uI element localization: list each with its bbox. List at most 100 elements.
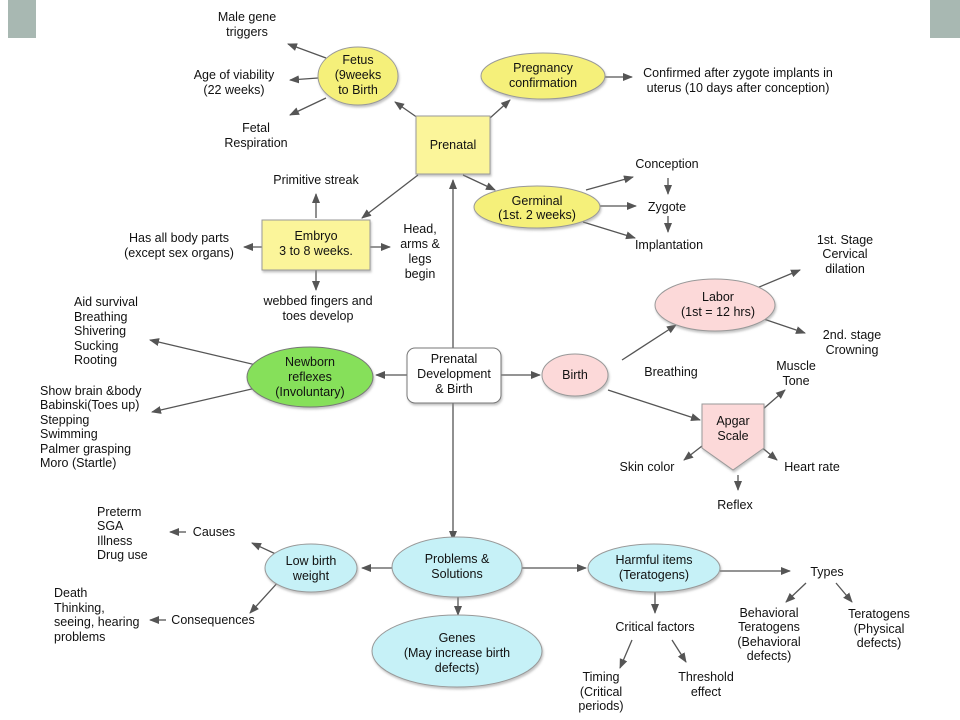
label-confirmed-after-implant: Confirmed after zygote implants in uteru…	[643, 66, 833, 95]
svg-text:(22 weeks): (22 weeks)	[203, 83, 264, 97]
svg-text:Labor: Labor	[702, 290, 734, 304]
pregnancy-confirmation-node[interactable]: Pregnancy confirmation	[480, 52, 606, 100]
svg-text:(9weeks: (9weeks	[335, 68, 382, 82]
svg-text:Development: Development	[417, 367, 491, 381]
svg-text:Death: Death	[54, 586, 87, 600]
label-male-gene-triggers: Male gene triggers	[218, 10, 276, 39]
svg-text:Harmful items: Harmful items	[615, 553, 692, 567]
label-age-of-viability: Age of viability (22 weeks)	[194, 68, 275, 97]
svg-text:Birth: Birth	[562, 368, 588, 382]
svg-text:Pregnancy: Pregnancy	[513, 61, 574, 75]
labor-node[interactable]: Labor (1st = 12 hrs)	[654, 278, 776, 332]
newborn-reflexes-node[interactable]: Newborn reflexes (Involuntary)	[246, 346, 374, 408]
harmful-items-node[interactable]: Harmful items (Teratogens)	[587, 543, 721, 593]
svg-text:seeing, hearing: seeing, hearing	[54, 615, 140, 629]
svg-text:(Teratogens): (Teratogens)	[619, 568, 689, 582]
birth-node[interactable]: Birth	[541, 353, 609, 397]
genes-node[interactable]: Genes (May increase birth defects)	[371, 614, 543, 688]
svg-text:Prenatal: Prenatal	[430, 138, 477, 152]
label-types: Types	[810, 565, 843, 579]
label-implantation: Implantation	[635, 238, 703, 252]
prenatal-node[interactable]: Prenatal	[415, 115, 491, 175]
svg-text:to Birth: to Birth	[338, 83, 378, 97]
svg-text:weight: weight	[292, 569, 330, 583]
svg-text:Cervical: Cervical	[822, 247, 867, 261]
svg-text:(Behavioral: (Behavioral	[737, 635, 800, 649]
svg-text:SGA: SGA	[97, 519, 124, 533]
svg-text:Prenatal: Prenatal	[431, 352, 478, 366]
svg-text:toes develop: toes develop	[283, 309, 354, 323]
svg-text:Swimming: Swimming	[40, 427, 98, 441]
connectors	[149, 43, 853, 669]
svg-text:Respiration: Respiration	[224, 136, 287, 150]
svg-text:Teratogens: Teratogens	[738, 620, 800, 634]
svg-text:Genes: Genes	[439, 631, 476, 645]
svg-text:confirmation: confirmation	[509, 76, 577, 90]
label-fetal-respiration: Fetal Respiration	[224, 121, 287, 150]
svg-text:effect: effect	[691, 685, 722, 699]
svg-text:Head,: Head,	[403, 222, 436, 236]
center-node-prenatal-development[interactable]: Prenatal Development & Birth	[406, 347, 502, 404]
svg-text:Has all body parts: Has all body parts	[129, 231, 229, 245]
svg-text:Scale: Scale	[717, 429, 748, 443]
label-consequences-list: Death Thinking, seeing, hearing problems	[54, 586, 140, 644]
label-causes: Causes	[193, 525, 235, 539]
svg-text:defects): defects)	[857, 636, 901, 650]
svg-text:Solutions: Solutions	[431, 567, 482, 581]
svg-text:Aid survival: Aid survival	[74, 295, 138, 309]
svg-text:uterus (10 days after concepti: uterus (10 days after conception)	[647, 81, 830, 95]
svg-text:Embryo: Embryo	[294, 229, 337, 243]
svg-text:Fetal: Fetal	[242, 121, 270, 135]
svg-text:2nd. stage: 2nd. stage	[823, 328, 881, 342]
svg-text:Muscle: Muscle	[776, 359, 816, 373]
label-zygote: Zygote	[648, 200, 686, 214]
svg-text:Tone: Tone	[782, 374, 809, 388]
svg-text:Crowning: Crowning	[826, 343, 879, 357]
svg-text:reflexes: reflexes	[288, 370, 332, 384]
problems-solutions-node[interactable]: Problems & Solutions	[391, 536, 523, 598]
svg-text:1st. Stage: 1st. Stage	[817, 233, 873, 247]
label-webbed-fingers: webbed fingers and toes develop	[262, 294, 372, 323]
svg-text:defects): defects)	[435, 661, 479, 675]
label-has-all-body-parts: Has all body parts (except sex organs)	[124, 231, 234, 260]
svg-text:periods): periods)	[578, 699, 623, 713]
svg-text:Thinking,: Thinking,	[54, 601, 105, 615]
label-teratogens-physical: Teratogens (Physical defects)	[848, 607, 910, 650]
svg-text:Illness: Illness	[97, 534, 132, 548]
fetus-node[interactable]: Fetus (9weeks to Birth	[317, 46, 399, 106]
svg-text:webbed fingers and: webbed fingers and	[262, 294, 372, 308]
low-birth-weight-node[interactable]: Low birth weight	[264, 543, 358, 593]
label-skin-color: Skin color	[620, 460, 675, 474]
apgar-scale-node[interactable]: Apgar Scale	[701, 403, 765, 471]
svg-text:Confirmed after zygote implant: Confirmed after zygote implants in	[643, 66, 833, 80]
svg-text:& Birth: & Birth	[435, 382, 473, 396]
label-critical-factors: Critical factors	[615, 620, 694, 634]
svg-text:Drug use: Drug use	[97, 548, 148, 562]
svg-text:Timing: Timing	[582, 670, 619, 684]
svg-text:Male gene: Male gene	[218, 10, 276, 24]
embryo-node[interactable]: Embryo 3 to 8 weeks.	[261, 219, 371, 271]
label-first-stage: 1st. Stage Cervical dilation	[817, 233, 873, 276]
label-timing: Timing (Critical periods)	[578, 670, 623, 713]
svg-text:dilation: dilation	[825, 262, 865, 276]
svg-text:Moro (Startle): Moro (Startle)	[40, 456, 116, 470]
svg-text:(except sex organs): (except sex organs)	[124, 246, 234, 260]
label-threshold-effect: Threshold effect	[678, 670, 734, 699]
svg-text:Problems &: Problems &	[425, 552, 490, 566]
corner-decoration-right	[930, 0, 960, 38]
svg-text:Rooting: Rooting	[74, 353, 117, 367]
label-second-stage: 2nd. stage Crowning	[823, 328, 881, 357]
label-heart-rate: Heart rate	[784, 460, 840, 474]
svg-text:arms &: arms &	[400, 237, 440, 251]
svg-text:(Involuntary): (Involuntary)	[275, 385, 344, 399]
germinal-node[interactable]: Germinal (1st. 2 weeks)	[473, 185, 601, 229]
svg-text:Sucking: Sucking	[74, 339, 119, 353]
label-consequences: Consequences	[171, 613, 254, 627]
svg-text:Newborn: Newborn	[285, 355, 335, 369]
svg-text:problems: problems	[54, 630, 105, 644]
label-conception: Conception	[635, 157, 698, 171]
svg-text:Breathing: Breathing	[74, 310, 128, 324]
label-causes-list: Preterm SGA Illness Drug use	[97, 505, 148, 562]
